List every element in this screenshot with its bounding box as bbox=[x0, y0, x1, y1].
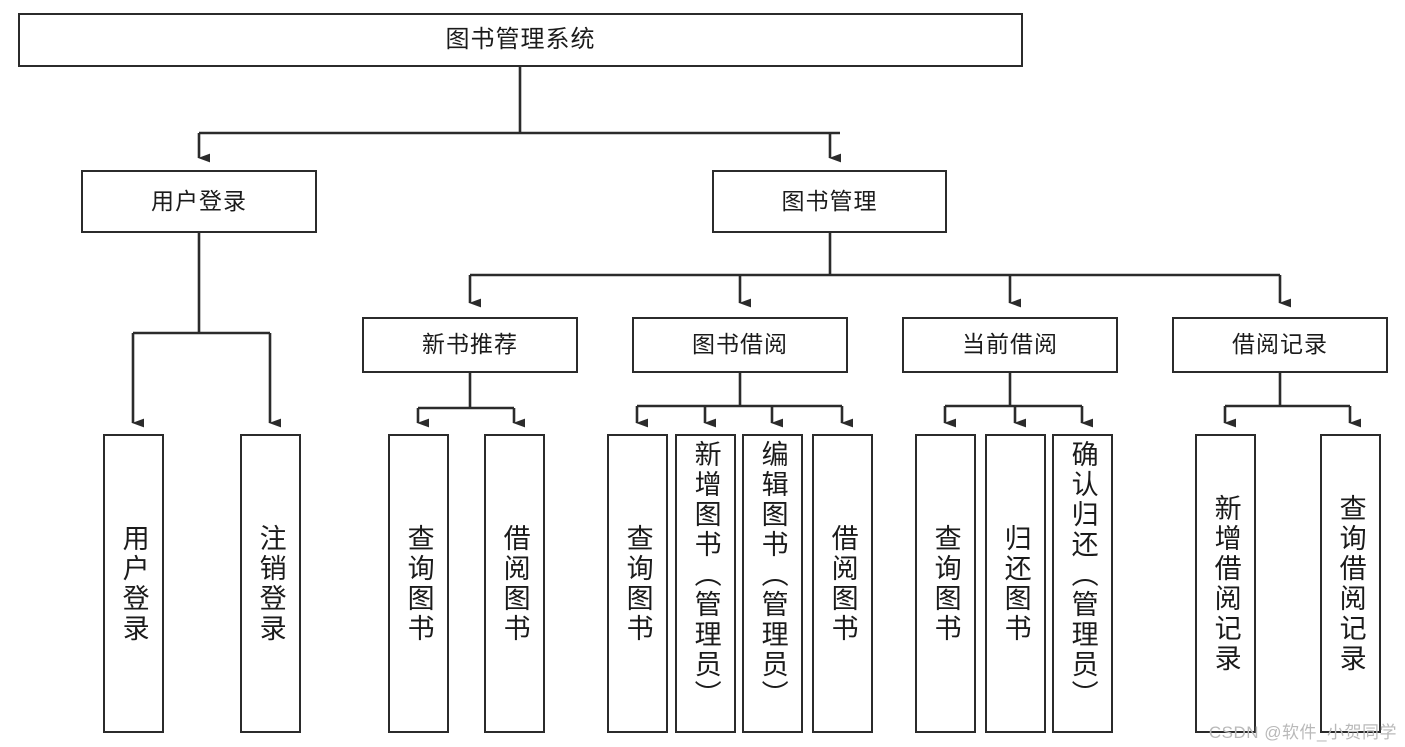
leaf-add-borrow-record[interactable]: 新增借阅记录 bbox=[1195, 434, 1256, 733]
node-borrow-record[interactable]: 借阅记录 bbox=[1172, 317, 1388, 373]
node-label: 当前借阅 bbox=[962, 331, 1058, 358]
node-user-login[interactable]: 用户登录 bbox=[81, 170, 317, 233]
leaf-return-book[interactable]: 归还图书 bbox=[985, 434, 1046, 733]
node-label: 查询图书 bbox=[930, 523, 961, 644]
leaf-borrow-book-recommend[interactable]: 借阅图书 bbox=[484, 434, 545, 733]
leaf-confirm-return-admin[interactable]: 确认归还（管理员） bbox=[1052, 434, 1113, 733]
node-book-management[interactable]: 图书管理 bbox=[712, 170, 947, 233]
node-book-borrow[interactable]: 图书借阅 bbox=[632, 317, 848, 373]
node-label: 查询借阅记录 bbox=[1335, 493, 1366, 674]
leaf-query-book-borrow[interactable]: 查询图书 bbox=[607, 434, 668, 733]
node-label: 新增图书（管理员） bbox=[690, 440, 721, 710]
node-label: 归还图书 bbox=[1000, 523, 1031, 644]
leaf-logout[interactable]: 注销登录 bbox=[240, 434, 301, 733]
node-label: 用户登录 bbox=[151, 187, 247, 214]
node-new-book-recommend[interactable]: 新书推荐 bbox=[362, 317, 578, 373]
node-label: 借阅图书 bbox=[827, 523, 858, 644]
node-label: 注销登录 bbox=[255, 523, 286, 644]
leaf-edit-book-admin[interactable]: 编辑图书（管理员） bbox=[742, 434, 803, 733]
leaf-user-login[interactable]: 用户登录 bbox=[103, 434, 164, 733]
leaf-add-book-admin[interactable]: 新增图书（管理员） bbox=[675, 434, 736, 733]
node-current-borrow[interactable]: 当前借阅 bbox=[902, 317, 1118, 373]
node-label: 图书管理系统 bbox=[445, 25, 596, 53]
node-label: 借阅图书 bbox=[499, 523, 530, 644]
leaf-query-borrow-record[interactable]: 查询借阅记录 bbox=[1320, 434, 1381, 733]
node-label: 用户登录 bbox=[118, 523, 149, 644]
node-label: 查询图书 bbox=[622, 523, 653, 644]
node-label: 图书借阅 bbox=[692, 331, 788, 358]
leaf-borrow-book[interactable]: 借阅图书 bbox=[812, 434, 873, 733]
leaf-query-book-recommend[interactable]: 查询图书 bbox=[388, 434, 449, 733]
node-label: 借阅记录 bbox=[1232, 331, 1328, 358]
node-root[interactable]: 图书管理系统 bbox=[18, 13, 1023, 67]
node-label: 新书推荐 bbox=[422, 331, 518, 358]
node-label: 图书管理 bbox=[781, 187, 878, 214]
node-label: 编辑图书（管理员） bbox=[757, 440, 788, 710]
node-label: 确认归还（管理员） bbox=[1067, 440, 1098, 710]
node-label: 新增借阅记录 bbox=[1210, 493, 1241, 674]
csdn-watermark: CSDN @软件_小贺同学 bbox=[1208, 723, 1397, 742]
node-label: 查询图书 bbox=[403, 523, 434, 644]
leaf-query-book-current[interactable]: 查询图书 bbox=[915, 434, 976, 733]
